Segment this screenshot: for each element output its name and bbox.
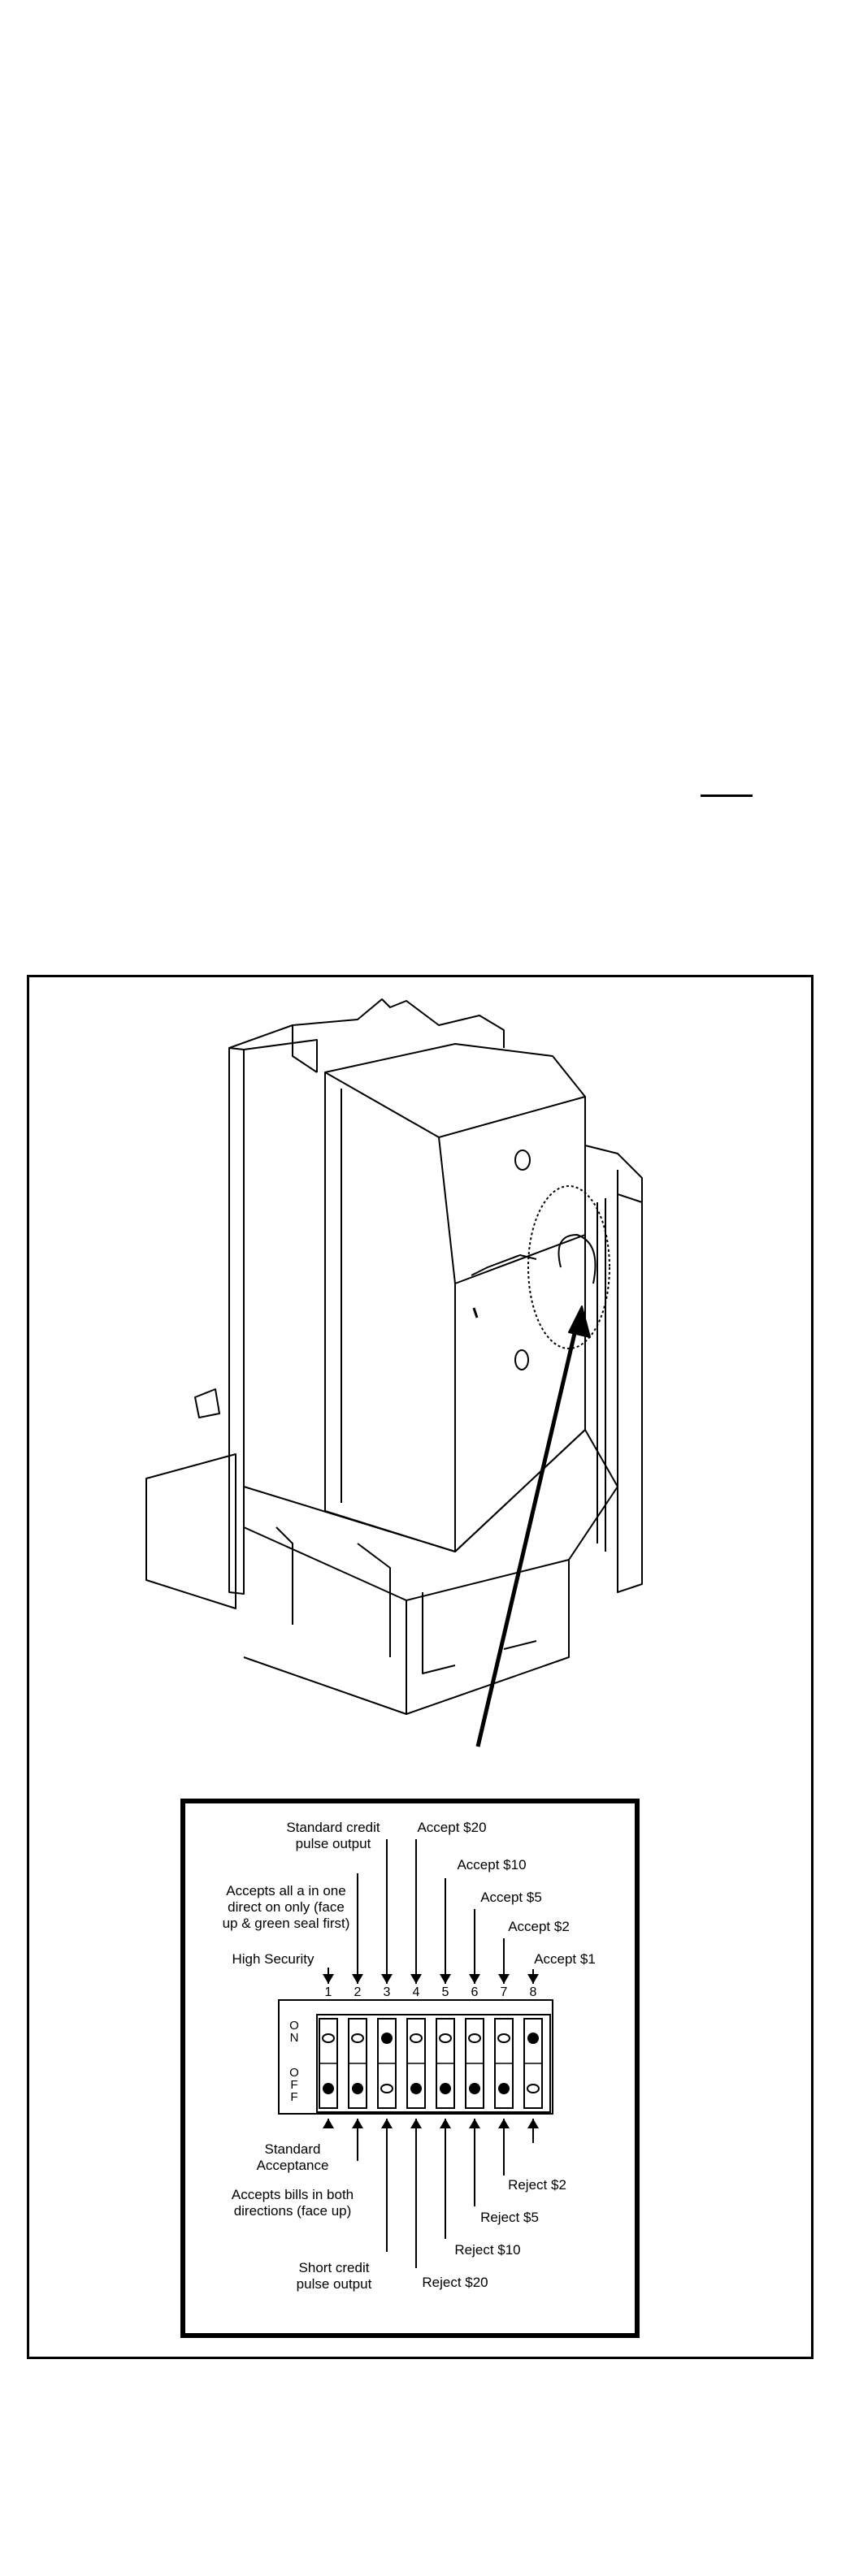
top-arrow-2-head: [352, 1974, 363, 1984]
switch-toggle-filled: [323, 2083, 334, 2094]
switch-number-2: 2: [354, 1985, 362, 1999]
bottom-arrow-1-head: [323, 2119, 334, 2128]
bottom-arrow-8-head: [527, 2119, 539, 2128]
bottom-arrow-7-head: [498, 2119, 510, 2128]
figure-frame: [27, 975, 813, 2359]
top-arrow-5-head: [440, 1974, 451, 1984]
switch-toggle-filled: [498, 2083, 510, 2094]
switch-number-6: 6: [471, 1985, 479, 1999]
bottom-label-3: Short credit pulse output: [296, 2260, 372, 2292]
top-arrow-4-head: [410, 1974, 422, 1984]
top-arrow-7-head: [498, 1974, 510, 1984]
switch-toggle-open: [527, 2084, 540, 2093]
bottom-label-2: Accepts bills in both directions (face u…: [231, 2187, 354, 2219]
switch-toggle-filled: [527, 2033, 539, 2044]
switch-number-1: 1: [324, 1985, 332, 1999]
switch-number-8: 8: [529, 1985, 537, 1999]
bottom-arrow-5-head: [440, 2119, 451, 2128]
top-arrow-8-head: [527, 1974, 539, 1984]
top-label-1: High Security: [232, 1951, 315, 1967]
bottom-label-1: Standard Acceptance: [256, 2141, 329, 2173]
switch-toggle-open: [497, 2033, 510, 2043]
top-label-5: Accept $10: [457, 1857, 527, 1872]
switch-toggle-filled: [440, 2083, 451, 2094]
top-arrow-6-head: [469, 1974, 480, 1984]
bottom-arrow-4-head: [410, 2119, 422, 2128]
switch-housing: [278, 1999, 553, 2115]
underline-mark: [701, 794, 753, 797]
bottom-label-4: Reject $20: [422, 2275, 488, 2290]
bottom-arrow-2-head: [352, 2119, 363, 2128]
switch-toggle-open: [380, 2084, 393, 2093]
switch-toggle-filled: [410, 2083, 422, 2094]
top-label-7: Accept $2: [508, 1919, 570, 1934]
top-label-6: Accept $5: [480, 1890, 542, 1905]
bottom-arrow-3-head: [381, 2119, 393, 2128]
switch-toggle-open: [468, 2033, 481, 2043]
bottom-label-7: Reject $2: [508, 2177, 566, 2193]
switch-number-7: 7: [500, 1985, 508, 1999]
bottom-label-6: Reject $5: [480, 2210, 539, 2225]
switch-toggle-open: [351, 2033, 364, 2043]
switch-toggle-filled: [381, 2033, 393, 2044]
top-arrow-3-head: [381, 1974, 393, 1984]
bill-validator-illustration: [145, 998, 643, 1747]
switch-toggle-open: [439, 2033, 452, 2043]
top-label-4: Accept $20: [417, 1820, 487, 1835]
switch-body: [316, 2014, 551, 2113]
bottom-label-5: Reject $10: [454, 2242, 521, 2258]
top-label-3: Standard credit pulse output: [286, 1820, 380, 1851]
bottom-arrow-6-head: [469, 2119, 480, 2128]
top-label-2: Accepts all a in one direct on only (fac…: [222, 1883, 350, 1931]
top-arrow-1-head: [323, 1974, 334, 1984]
switch-toggle-open: [322, 2033, 335, 2043]
switch-toggle-open: [410, 2033, 423, 2043]
switch-number-4: 4: [412, 1985, 420, 1999]
top-label-8: Accept $1: [534, 1951, 596, 1967]
dip-switch-panel: [180, 1799, 640, 2338]
off-side-label: O F F: [289, 2066, 299, 2104]
switch-toggle-filled: [469, 2083, 480, 2094]
switch-number-3: 3: [383, 1985, 391, 1999]
switch-toggle-filled: [352, 2083, 363, 2094]
switch-number-5: 5: [441, 1985, 449, 1999]
on-side-label: O N: [289, 2019, 299, 2045]
